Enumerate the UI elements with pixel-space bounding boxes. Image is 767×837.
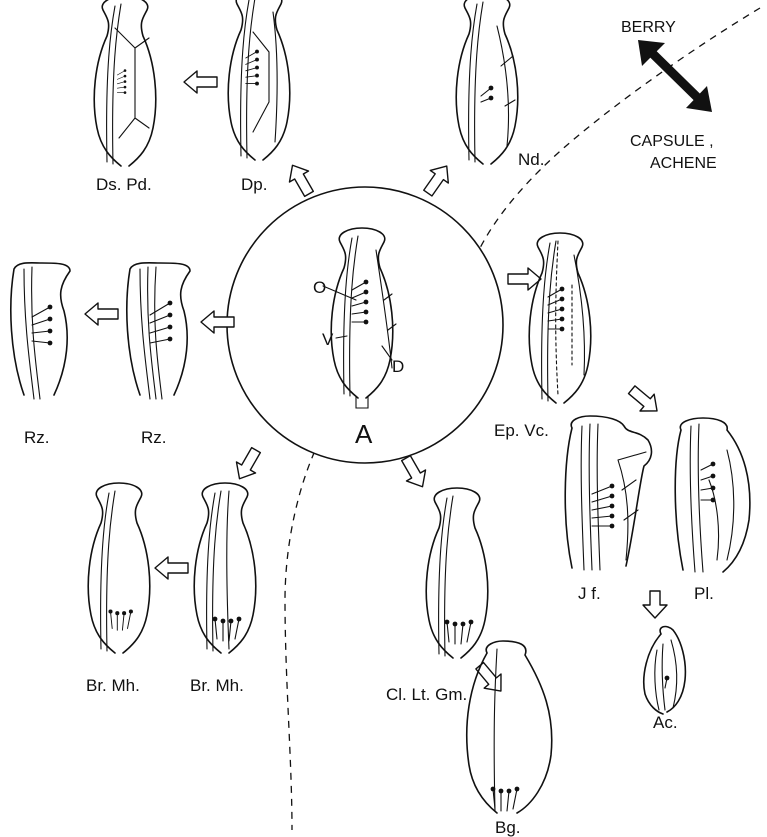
arrow-a-to-brmh <box>230 445 266 485</box>
arrow-a-to-dp <box>283 160 319 200</box>
ventral-letter: V <box>322 330 334 349</box>
rz-outer-label: Rz. <box>24 428 50 447</box>
pl-label: Pl. <box>694 584 714 603</box>
carpel-ac <box>644 627 686 714</box>
berry-label: BERRY <box>621 19 676 36</box>
nd-label: Nd. <box>518 150 544 169</box>
ds-pd-label: Ds. Pd. <box>96 175 152 194</box>
capsule-label: CAPSULE , <box>630 133 714 150</box>
br-mh-outer-label: Br. Mh. <box>86 676 140 695</box>
carpel-rz-outer <box>11 263 70 399</box>
arrow-a-to-nd <box>419 160 456 200</box>
carpel-jf <box>565 416 651 570</box>
carpel-br-mh-inner <box>194 483 256 653</box>
carpel-bg <box>467 641 552 813</box>
bg-label: Bg. <box>495 818 521 837</box>
upper-boundary-dashed-line <box>480 8 760 248</box>
dorsal-letter: D <box>392 357 404 376</box>
carpel-rz-inner <box>127 263 190 399</box>
dp-label: Dp. <box>241 175 267 194</box>
arrow-dp-to-dspd <box>184 71 217 93</box>
arrow-jf-to-ac <box>643 591 667 618</box>
arrow-clltgm-to-bg <box>471 659 509 698</box>
carpel-dp <box>228 0 290 160</box>
carpel-ep-vc <box>529 233 591 403</box>
carpel-cl-lt-gm <box>426 488 488 658</box>
carpel-ds-pd <box>94 0 156 166</box>
carpel-nd <box>456 0 518 164</box>
ovule-letter: O <box>313 278 326 297</box>
rz-inner-label: Rz. <box>141 428 167 447</box>
cl-lt-gm-label: Cl. Lt. Gm. <box>386 685 467 704</box>
carpel-br-mh-outer <box>88 483 150 653</box>
arrow-brmh-to-brmh <box>155 557 188 579</box>
berry-capsule-double-arrow <box>638 40 712 112</box>
center-label-a: A <box>355 419 373 449</box>
ac-label: Ac. <box>653 713 678 732</box>
achene-label: ACHENE <box>650 155 717 172</box>
br-mh-inner-label: Br. Mh. <box>190 676 244 695</box>
arrow-epvc-to-jf <box>625 381 664 419</box>
lower-boundary-dashed-line <box>285 440 320 830</box>
jf-label: J f. <box>578 584 601 603</box>
carpel-pl <box>675 418 750 572</box>
ep-vc-label: Ep. Vc. <box>494 421 549 440</box>
arrow-rz-to-rz <box>85 303 118 325</box>
